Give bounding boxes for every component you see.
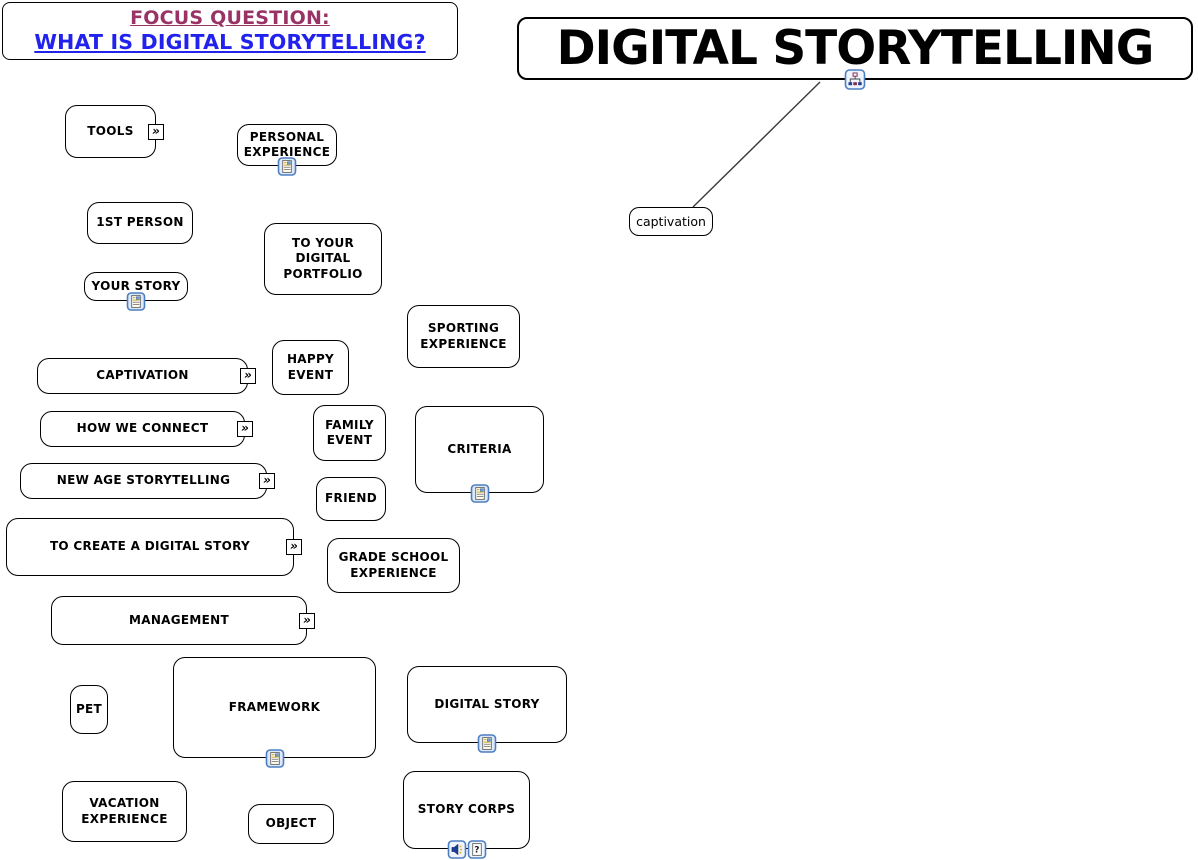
focus-question-text: WHAT IS DIGITAL STORYTELLING? (34, 30, 426, 55)
svg-text:?: ? (474, 845, 480, 855)
topic-node-family-event[interactable]: FAMILY EVENT (313, 405, 386, 461)
topic-node-framework[interactable]: FRAMEWORK (173, 657, 376, 768)
topic-node-your-story[interactable]: YOUR STORY (84, 272, 188, 311)
topic-node-personal-experience[interactable]: PERSONAL EXPERIENCE (237, 124, 337, 176)
topic-node-to-create-a-digital-story[interactable]: TO CREATE A DIGITAL STORY » (6, 518, 302, 576)
topic-node-story-corps[interactable]: STORY CORPS? (403, 771, 530, 859)
focus-question-title: FOCUS QUESTION: (130, 6, 330, 29)
topic-label: PET (75, 701, 103, 716)
topic-node-friend[interactable]: FRIEND (316, 477, 386, 521)
main-topic-label: DIGITAL STORYTELLING (556, 21, 1155, 76)
node-badges (265, 748, 284, 768)
hidden-subtopics-icon[interactable]: » (237, 421, 253, 437)
topic-node-digital-story[interactable]: DIGITAL STORY (407, 666, 567, 753)
focus-question-node[interactable]: FOCUS QUESTION: WHAT IS DIGITAL STORYTEL… (2, 2, 458, 60)
hierarchy-icon[interactable] (844, 68, 866, 90)
topic-label: NEW AGE STORYTELLING (56, 473, 231, 488)
topic-label: FAMILY EVENT (325, 417, 374, 447)
hidden-subtopics-icon[interactable]: » (286, 539, 302, 555)
topic-node-new-age-storytelling[interactable]: NEW AGE STORYTELLING » (20, 463, 275, 499)
topic-label: SPORTING EXPERIENCE (420, 321, 507, 351)
topic-node-how-we-connect[interactable]: HOW WE CONNECT » (40, 411, 253, 447)
topic-node-to-your-digital-portfolio[interactable]: TO YOUR DIGITAL PORTFOLIO (264, 223, 382, 295)
topic-label: OBJECT (265, 816, 317, 831)
topic-label: GRADE SCHOOL EXPERIENCE (338, 550, 449, 580)
topic-label: HAPPY EVENT (286, 352, 335, 382)
topic-node-sporting-experience[interactable]: SPORTING EXPERIENCE (407, 305, 520, 368)
note-icon[interactable] (470, 483, 489, 503)
note-icon[interactable] (277, 156, 297, 176)
topic-label: VACATION EXPERIENCE (81, 796, 168, 826)
node-badges (126, 291, 146, 311)
topic-label: 1ST PERSON (96, 215, 184, 230)
topic-node-first-person[interactable]: 1ST PERSON (87, 202, 193, 244)
hidden-subtopics-icon[interactable]: » (240, 368, 256, 384)
topic-label: MANAGEMENT (129, 612, 229, 627)
topic-label: FRAMEWORK (228, 699, 321, 714)
topic-label: FRIEND (325, 491, 377, 506)
topic-node-object[interactable]: OBJECT (248, 804, 334, 844)
note-icon[interactable] (265, 748, 284, 768)
note-icon[interactable] (477, 733, 497, 753)
topic-label: TO YOUR DIGITAL PORTFOLIO (283, 235, 363, 281)
topic-node-happy-event[interactable]: HAPPY EVENT (272, 340, 349, 395)
topic-label: CAPTIVATION (96, 368, 189, 383)
node-badges: ? (447, 839, 486, 859)
node-badges (477, 733, 497, 753)
hidden-subtopics-icon[interactable]: » (259, 473, 275, 489)
main-topic-node[interactable]: DIGITAL STORYTELLING (517, 17, 1193, 90)
topic-node-pet[interactable]: PET (70, 685, 108, 734)
topic-node-criteria[interactable]: CRITERIA (415, 406, 544, 503)
note-icon[interactable] (126, 291, 146, 311)
connector-line[interactable] (692, 81, 821, 208)
topic-label: TO CREATE A DIGITAL STORY (49, 539, 251, 554)
topic-node-grade-school-experience[interactable]: GRADE SCHOOL EXPERIENCE (327, 538, 460, 593)
topic-label: PERSONAL EXPERIENCE (243, 129, 331, 159)
hidden-subtopics-icon[interactable]: » (148, 123, 164, 140)
topic-label: DIGITAL STORY (434, 696, 540, 711)
topic-label: HOW WE CONNECT (76, 421, 209, 436)
audio-icon[interactable] (447, 839, 466, 859)
topic-label: captivation (636, 213, 706, 229)
topic-node-vacation-experience[interactable]: VACATION EXPERIENCE (62, 781, 187, 842)
topic-node-tools[interactable]: TOOLS » (65, 105, 164, 158)
topic-node-captivation-subtopic[interactable]: captivation (629, 207, 713, 236)
hidden-subtopics-icon[interactable]: » (299, 612, 315, 629)
topic-label: YOUR STORY (91, 278, 181, 293)
node-badges (277, 156, 297, 176)
hyperlink-icon[interactable]: ? (467, 839, 486, 859)
topic-node-captivation-topic[interactable]: CAPTIVATION » (37, 358, 256, 394)
node-badges (470, 483, 489, 503)
topic-label: STORY CORPS (417, 802, 516, 817)
topic-label: CRITERIA (447, 441, 512, 456)
topic-node-management[interactable]: MANAGEMENT » (51, 596, 315, 645)
topic-label: TOOLS (87, 123, 134, 138)
